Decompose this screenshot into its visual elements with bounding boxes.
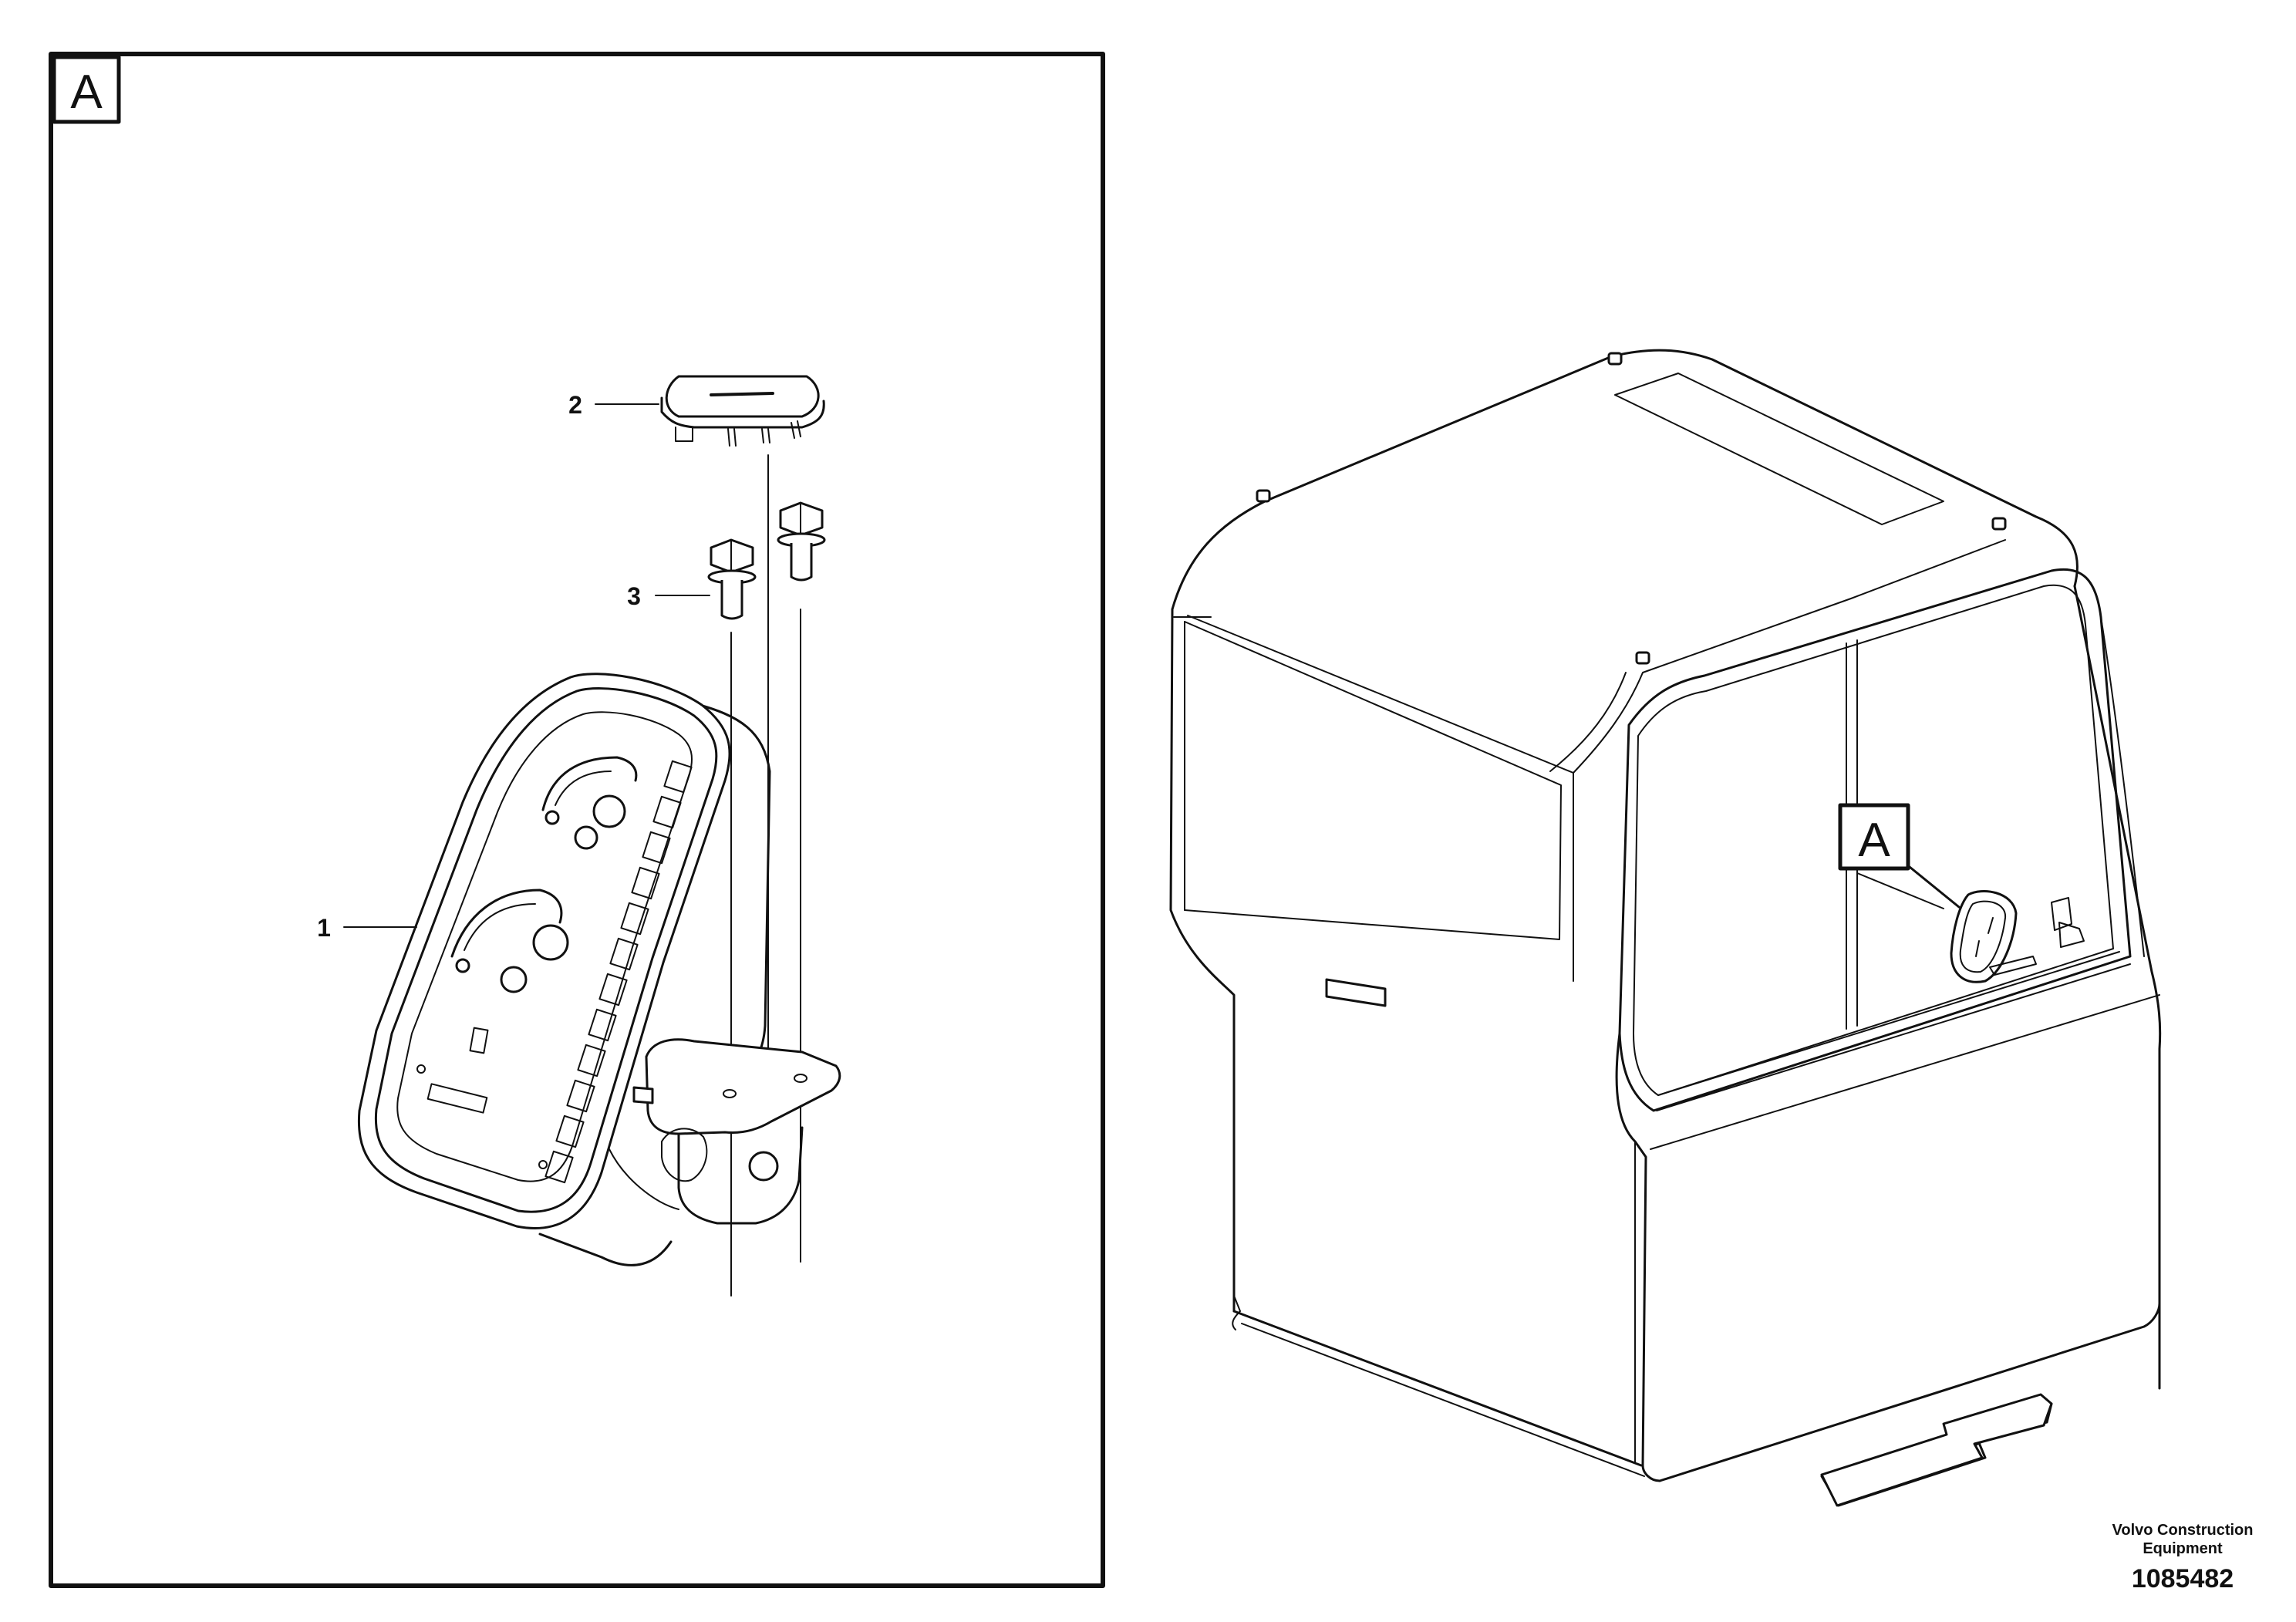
callout-number-2: 2 bbox=[568, 391, 582, 419]
bolt-part-left bbox=[707, 538, 757, 1297]
callout-number-3: 3 bbox=[627, 582, 641, 610]
cab-illustration bbox=[1169, 349, 2162, 1482]
detail-frame-label: A bbox=[70, 66, 103, 119]
cover-cap-part bbox=[660, 375, 825, 1073]
detail-frame: A bbox=[49, 52, 1105, 1588]
view-direction-arrow bbox=[1820, 1393, 2053, 1507]
cab-detail-marker-label: A bbox=[1858, 814, 1890, 867]
footer-block: Volvo Construction Equipment 1085482 bbox=[2112, 1522, 2254, 1593]
callout-2: 2 bbox=[568, 391, 659, 419]
document-number: 1085482 bbox=[2132, 1564, 2234, 1593]
brand-line-2: Equipment bbox=[2143, 1540, 2223, 1557]
callout-1: 1 bbox=[317, 914, 417, 942]
cab-detail-marker: A bbox=[1838, 803, 1910, 871]
instrument-panel-part bbox=[357, 673, 841, 1266]
callout-number-1: 1 bbox=[317, 914, 331, 942]
callout-3: 3 bbox=[627, 582, 710, 610]
brand-line-1: Volvo Construction bbox=[2112, 1522, 2254, 1539]
